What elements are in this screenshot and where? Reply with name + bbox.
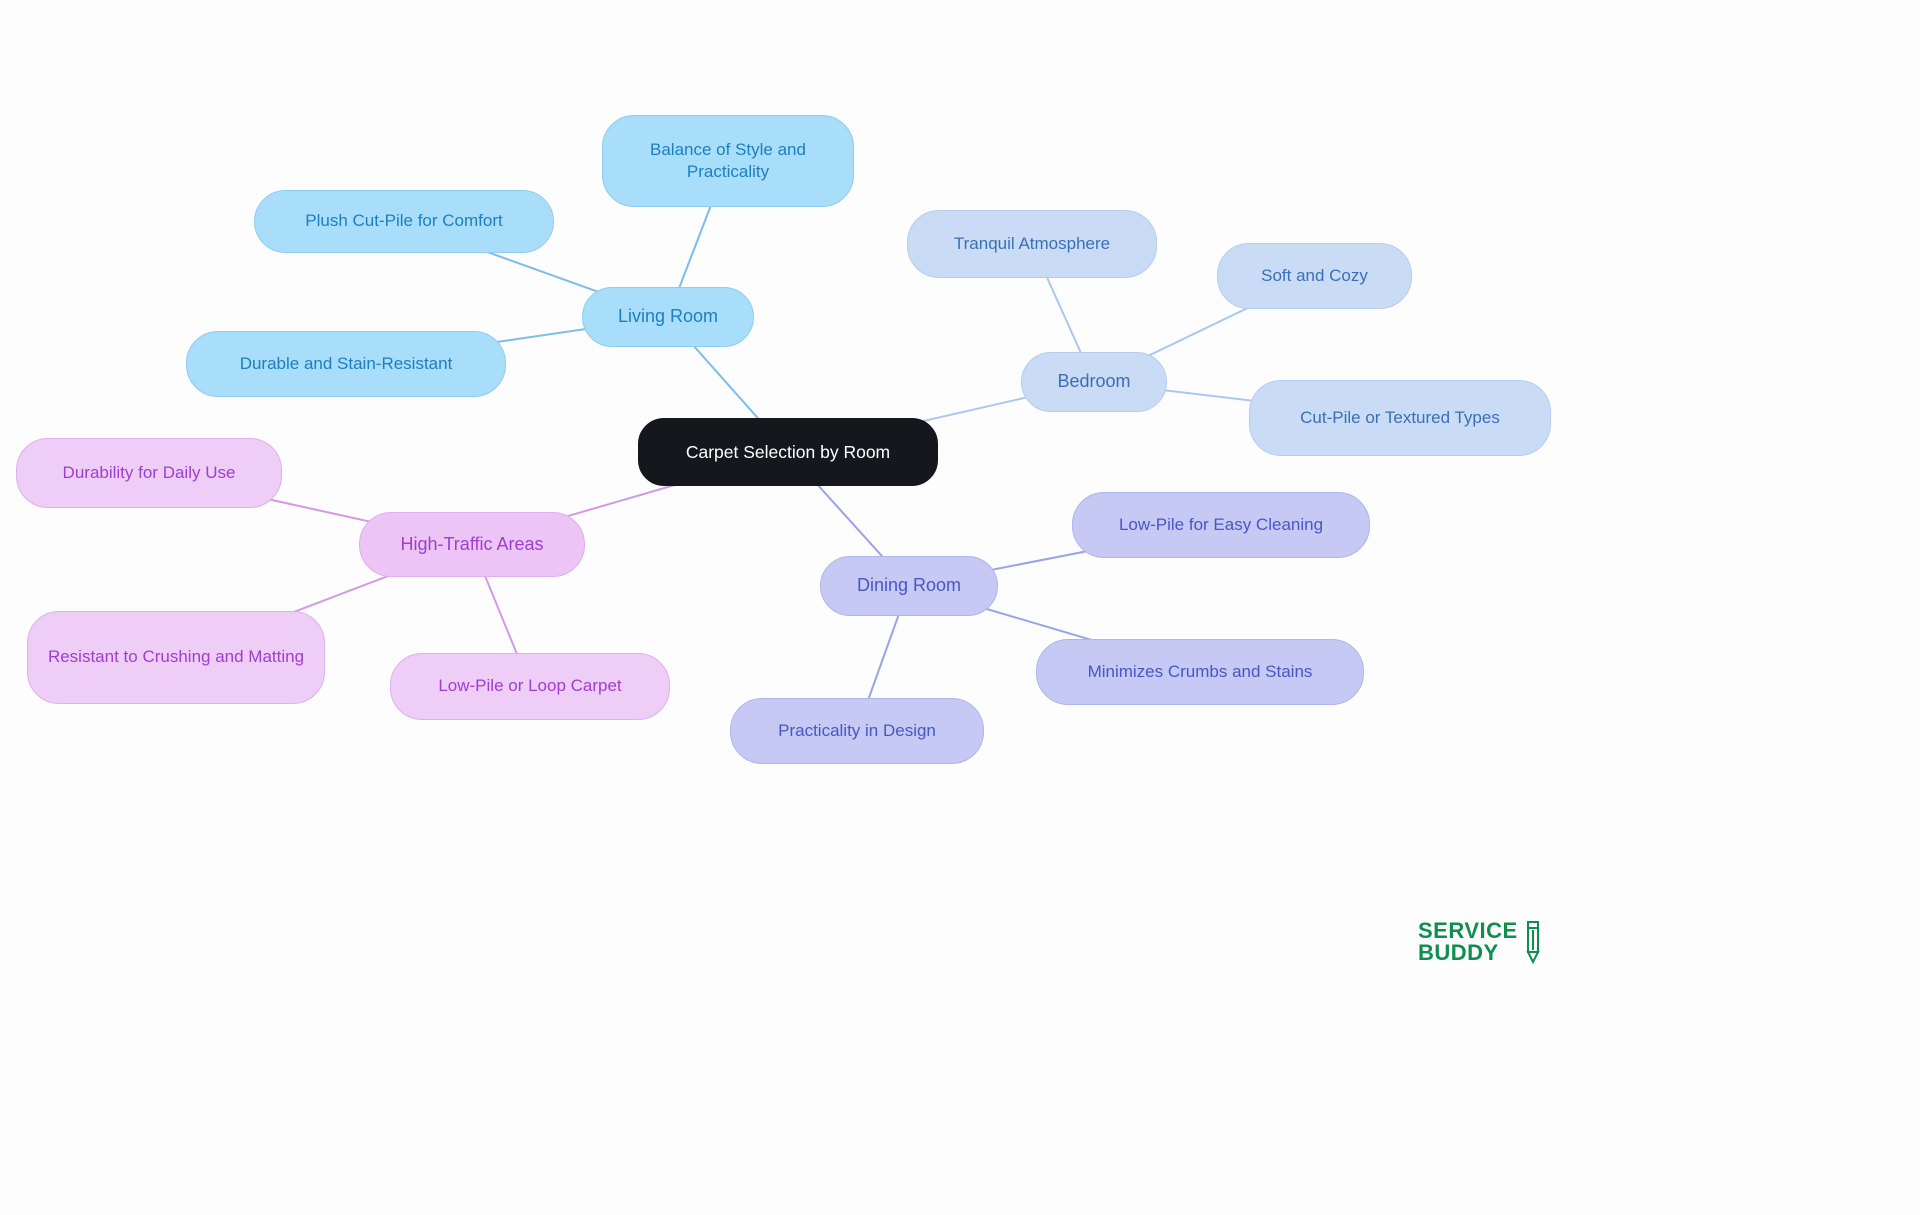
child-label: Minimizes Crumbs and Stains: [1087, 661, 1313, 681]
logo-line1: SERVICE: [1418, 918, 1518, 943]
child-node-tranquil-atmosphere: Tranquil Atmosphere: [907, 210, 1157, 278]
child-node-low-pile-loop-carpet: Low-Pile or Loop Carpet: [390, 653, 670, 720]
branch-node-bedroom: Bedroom: [1021, 352, 1167, 412]
child-label: Soft and Cozy: [1261, 265, 1368, 285]
branch-label: Dining Room: [856, 575, 962, 596]
center-node-label: Carpet Selection by Room: [685, 441, 891, 462]
child-node-resistant-crushing: Resistant to Crushing and Matting: [27, 611, 325, 704]
center-node-carpet-selection: Carpet Selection by Room: [638, 418, 938, 486]
child-label: Low-Pile or Loop Carpet: [438, 676, 622, 696]
branch-node-high-traffic-areas: High-Traffic Areas: [359, 512, 585, 577]
child-node-soft-and-cozy: Soft and Cozy: [1217, 243, 1412, 309]
child-label: Low-Pile for Easy Cleaning: [1118, 514, 1324, 534]
child-node-plush-cut-pile: Plush Cut-Pile for Comfort: [254, 190, 554, 253]
child-node-cut-pile-textured: Cut-Pile or Textured Types: [1249, 380, 1551, 456]
child-node-balance-of-style: Balance of Style and Practicality: [602, 115, 854, 207]
child-label: Plush Cut-Pile for Comfort: [305, 211, 503, 231]
child-node-practicality-in-design: Practicality in Design: [730, 698, 984, 764]
branch-node-dining-room: Dining Room: [820, 556, 998, 616]
child-label: Practicality in Design: [778, 720, 936, 740]
child-label: Cut-Pile or Textured Types: [1300, 407, 1500, 427]
child-node-minimizes-crumbs: Minimizes Crumbs and Stains: [1036, 639, 1364, 705]
service-buddy-logo: SERVICE BUDDY: [1418, 920, 1542, 964]
pencil-icon: [1526, 921, 1540, 964]
branch-label: Living Room: [617, 306, 719, 327]
child-label: Durability for Daily Use: [62, 462, 236, 482]
child-label: Durable and Stain-Resistant: [239, 353, 453, 373]
child-node-low-pile-easy-cleaning: Low-Pile for Easy Cleaning: [1072, 492, 1370, 558]
child-label: Balance of Style and Practicality: [650, 139, 806, 181]
branch-node-living-room: Living Room: [582, 287, 754, 347]
child-node-durability-daily-use: Durability for Daily Use: [16, 438, 282, 508]
branch-label: High-Traffic Areas: [400, 533, 544, 554]
logo-text: SERVICE BUDDY: [1418, 920, 1518, 964]
child-label: Tranquil Atmosphere: [953, 233, 1111, 253]
logo-line2: BUDDY: [1418, 940, 1499, 965]
branch-label: Bedroom: [1057, 371, 1131, 392]
child-label: Resistant to Crushing and Matting: [47, 647, 305, 667]
child-node-durable-stain-resistant: Durable and Stain-Resistant: [186, 331, 506, 397]
